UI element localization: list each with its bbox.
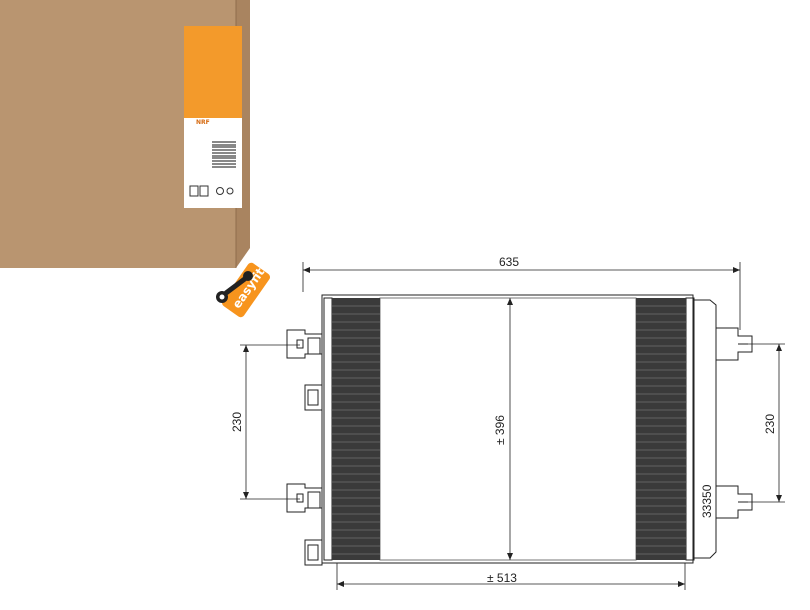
fins-right xyxy=(636,298,686,560)
condenser-frame xyxy=(321,294,694,564)
dim-label-left-bracket: 230 xyxy=(230,412,244,432)
product-box: NRF xyxy=(0,0,250,268)
box-front-face xyxy=(0,0,236,268)
dim-label-right-bracket: 230 xyxy=(763,414,777,434)
condenser-core-center xyxy=(379,297,637,561)
receiver-drier xyxy=(694,299,717,559)
left-tank xyxy=(323,297,333,561)
box-label-orange xyxy=(184,26,242,118)
left-middle-bracket xyxy=(304,384,323,411)
condenser-drawing xyxy=(286,294,753,566)
dim-label-core-width: ± 513 xyxy=(487,571,517,585)
part-number-label: 33350 xyxy=(700,484,714,518)
box-barcode xyxy=(210,140,236,172)
left-lower-connector xyxy=(286,483,323,513)
dim-label-overall-width: 635 xyxy=(499,255,519,269)
box-cert-marks xyxy=(189,185,234,197)
dim-label-core-height: ± 396 xyxy=(493,415,507,445)
dimension-lines xyxy=(240,262,785,590)
wrench-icon xyxy=(216,271,253,303)
left-bottom-bracket xyxy=(304,539,323,566)
box-brand-logo: NRF xyxy=(196,119,210,126)
fins-left xyxy=(332,298,380,560)
left-upper-connector xyxy=(286,329,323,359)
